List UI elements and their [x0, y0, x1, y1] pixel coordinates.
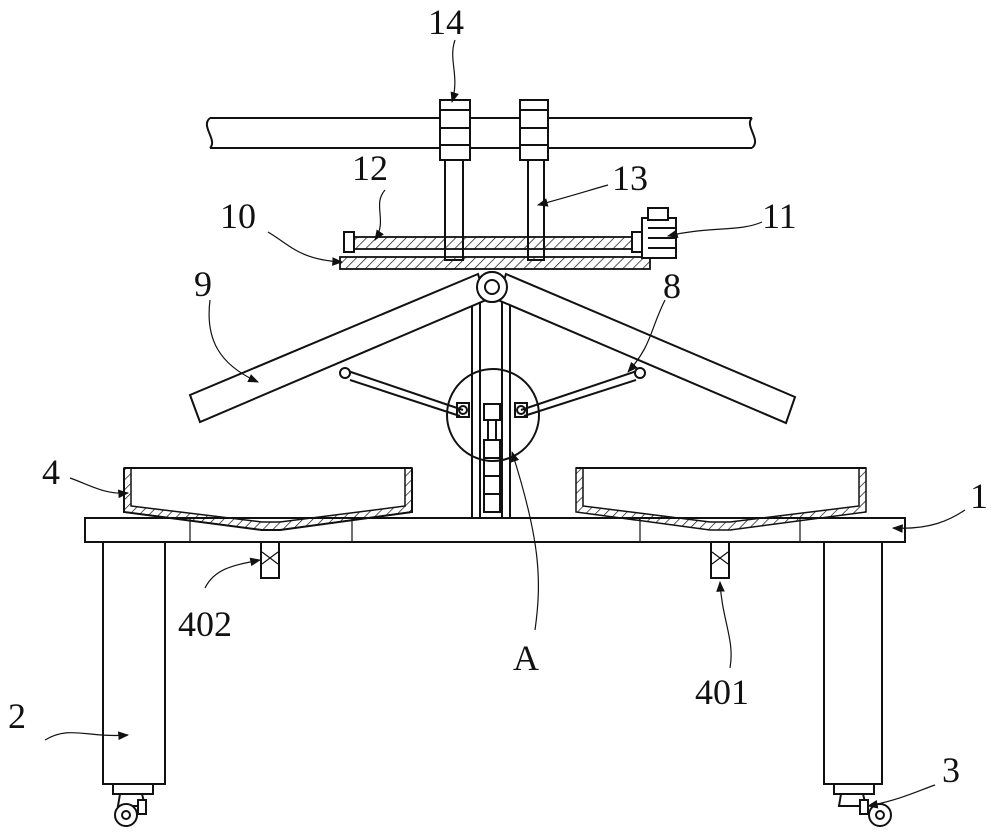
callout-2: 2 [8, 696, 26, 736]
leg-right [823, 541, 883, 785]
central-column [471, 299, 511, 519]
pipe-clamp-left [439, 99, 471, 161]
callout-1: 1 [970, 476, 988, 516]
callout-8: 8 [663, 266, 681, 306]
leader-lines [44, 39, 966, 809]
valve-401 [710, 541, 730, 579]
swing-arm-right [496, 272, 797, 425]
callout-402: 402 [178, 604, 232, 644]
callout-10: 10 [220, 196, 256, 236]
callout-11: 11 [762, 196, 797, 236]
swing-arm-left [188, 272, 488, 424]
callout-401: 401 [695, 672, 749, 712]
hopper-left [123, 467, 413, 531]
slide-rail [343, 231, 645, 253]
caster-right [833, 783, 892, 827]
callout-3: 3 [942, 750, 960, 790]
leg-left [102, 541, 166, 785]
callout-12: 12 [352, 148, 388, 188]
callout-a: A [513, 638, 539, 678]
pipe-clamp-right [519, 99, 549, 161]
hopper-right [575, 467, 867, 531]
valve-402 [260, 541, 280, 579]
callout-9: 9 [194, 264, 212, 304]
callout-4: 4 [42, 452, 60, 492]
callout-14: 14 [428, 2, 464, 42]
base-plate [339, 256, 651, 270]
callout-13: 13 [612, 158, 648, 198]
detail-circle-a [446, 368, 540, 462]
overhead-pipe [205, 117, 757, 149]
motor [641, 207, 677, 259]
tabletop [84, 517, 906, 543]
caster-left [112, 783, 154, 827]
